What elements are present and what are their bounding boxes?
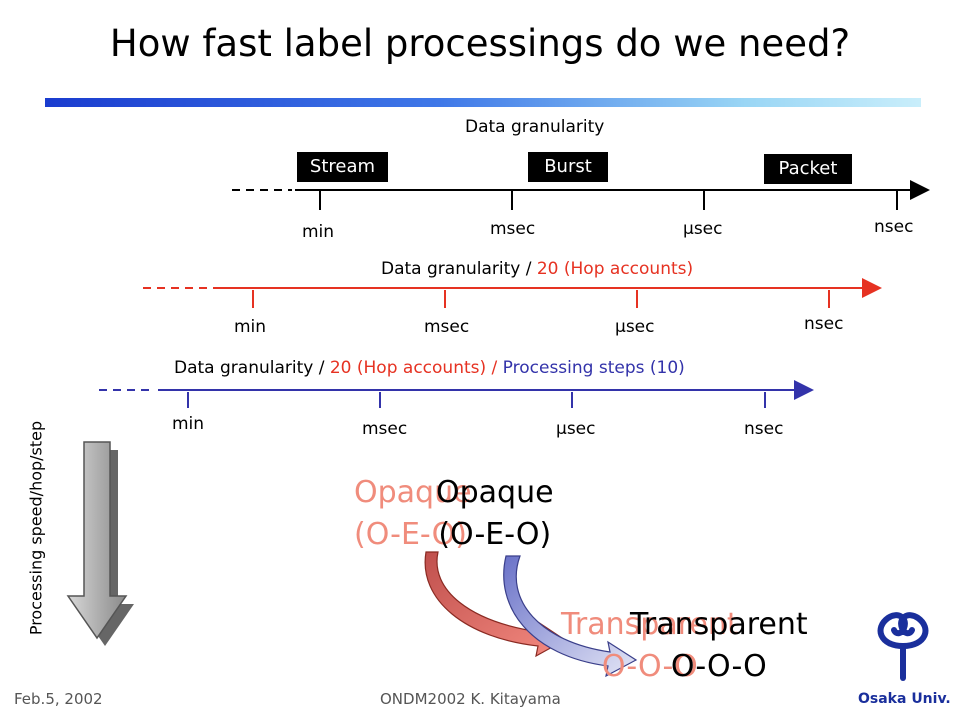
row2-tick-usec: µsec [615, 317, 655, 337]
transparent-line1: Transparent [630, 607, 808, 642]
footer-center: ONDM2002 K. Kitayama [380, 690, 561, 708]
row3-heading-steps: Processing steps (10) [502, 358, 685, 378]
row3-tick-nsec: nsec [744, 419, 784, 439]
burst-box: Burst [528, 152, 608, 182]
row2-heading-hop: 20 (Hop accounts) [536, 259, 694, 279]
row1-axis [232, 180, 930, 210]
row2-heading-prefix: Data granularity / [381, 259, 537, 279]
row3-tick-usec: µsec [556, 419, 596, 439]
footer-date: Feb.5, 2002 [14, 690, 103, 708]
row1-heading: Data granularity [465, 117, 605, 137]
row1-tick-min: min [302, 222, 335, 242]
row2-tick-msec: msec [424, 317, 470, 337]
row2-heading: Data granularity / 20 (Hop accounts) [381, 259, 693, 279]
row3-axis [99, 380, 814, 408]
blue-curved-arrow-icon [503, 555, 638, 678]
opaque-line2: (O-E-O) [438, 517, 552, 552]
processing-speed-label: Processing speed/hop/step [26, 420, 46, 636]
opaque-line1: Opaque [436, 475, 554, 510]
opaque-text: Opaque (O-E-O) [436, 472, 554, 556]
row2-tick-nsec: nsec [804, 314, 844, 334]
down-arrow-icon [66, 441, 134, 646]
row2-tick-min: min [234, 317, 267, 337]
row3-tick-min: min [172, 414, 205, 434]
opaque-ghost-line1: Opaque [354, 475, 472, 510]
row1-tick-usec: µsec [683, 219, 723, 239]
row3-tick-msec: msec [362, 419, 408, 439]
transparent-ghost-line2: O-O-O [601, 649, 698, 684]
transparent-ghost-text: Transparent O-O-O [561, 604, 739, 688]
osaka-univ-logo-icon [877, 612, 929, 681]
title-divider [45, 98, 921, 107]
row3-heading-prefix: Data granularity / [174, 358, 330, 378]
opaque-ghost-text: Opaque (O-E-O) [354, 472, 472, 556]
row3-heading: Data granularity / 20 (Hop accounts) / P… [174, 358, 685, 378]
row3-heading-hop: 20 (Hop accounts) / [329, 358, 503, 378]
row2-axis [143, 278, 882, 308]
transparent-ghost-line1: Transparent [561, 607, 739, 642]
transparent-text: Transparent O-O-O [630, 604, 808, 688]
osaka-univ-logo-text: Osaka Univ. [858, 691, 951, 707]
opaque-ghost-line2: (O-E-O) [354, 517, 467, 552]
transparent-line2: O-O-O [670, 649, 767, 684]
stream-box: Stream [297, 152, 388, 182]
page-title: How fast label processings do we need? [109, 22, 851, 65]
packet-box: Packet [764, 154, 852, 184]
row1-tick-msec: msec [490, 219, 536, 239]
row1-tick-nsec: nsec [874, 217, 914, 237]
